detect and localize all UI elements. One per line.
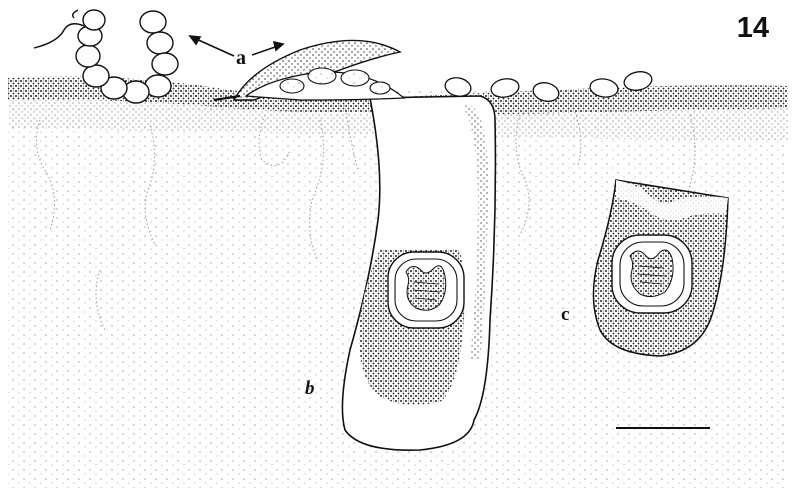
figure-number: 14 (737, 12, 769, 45)
label-c: c (561, 304, 569, 326)
larva-cell-b (388, 252, 464, 328)
label-a: a (236, 47, 246, 70)
larva-cell-c (612, 235, 692, 313)
label-b: b (305, 378, 315, 400)
